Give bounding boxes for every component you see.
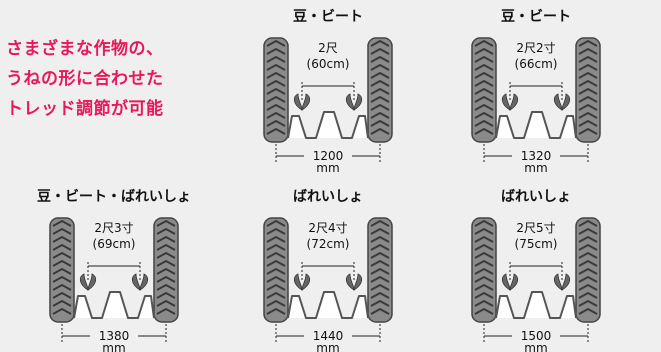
tread-width: 1500 bbox=[521, 329, 552, 343]
panel-title: ばれいしょ bbox=[293, 189, 363, 205]
headline: さまざまな作物の、 うねの形に合わせた トレッド調節が可能 bbox=[6, 34, 236, 124]
headline-line-3: トレッド調節が可能 bbox=[6, 99, 164, 119]
panel-title: 豆・ビート bbox=[501, 9, 571, 25]
row-spacing-shaku: 2尺 bbox=[318, 41, 338, 55]
row-spacing-cm: (66cm) bbox=[515, 57, 558, 71]
sprout-icon bbox=[501, 273, 519, 291]
tire bbox=[575, 37, 601, 143]
sprout-icon bbox=[131, 273, 149, 291]
sprout-icon bbox=[501, 93, 519, 111]
sprout-icon bbox=[345, 93, 363, 111]
tire bbox=[153, 217, 179, 323]
row-spacing-cm: (60cm) bbox=[307, 57, 350, 71]
tread-width: 1200 bbox=[313, 149, 344, 163]
panel-title: ばれいしょ bbox=[501, 189, 571, 205]
sprout-icon bbox=[79, 273, 97, 291]
ridge-profile bbox=[287, 291, 369, 319]
panel-title: 豆・ビート bbox=[293, 9, 363, 25]
row-spacing-shaku: 2尺4寸 bbox=[308, 221, 347, 235]
row-spacing-shaku: 2尺3寸 bbox=[94, 221, 133, 235]
sprout-icon bbox=[553, 93, 571, 111]
tire bbox=[263, 217, 289, 323]
tread-width: 1440 bbox=[313, 329, 344, 343]
panel-title: 豆・ビート・ばれいしょ bbox=[37, 189, 191, 205]
ridge-profile bbox=[495, 111, 577, 139]
sprout-icon bbox=[293, 273, 311, 291]
tire bbox=[471, 37, 497, 143]
tread-unit: mm bbox=[102, 341, 125, 352]
headline-line-1: さまざまな作物の、 bbox=[6, 39, 164, 59]
ridge-profile bbox=[287, 111, 369, 139]
tire bbox=[367, 217, 393, 323]
tread-unit: mm bbox=[316, 161, 339, 175]
row-spacing-cm: (72cm) bbox=[307, 237, 350, 251]
headline-line-2: うねの形に合わせた bbox=[6, 69, 164, 89]
tire bbox=[263, 37, 289, 143]
tire bbox=[575, 217, 601, 323]
tread-unit: mm bbox=[524, 341, 547, 352]
row-spacing-cm: (69cm) bbox=[93, 237, 136, 251]
tread-width: 1380 bbox=[99, 329, 130, 343]
tire bbox=[471, 217, 497, 323]
tread-unit: mm bbox=[524, 161, 547, 175]
sprout-icon bbox=[345, 273, 363, 291]
tire bbox=[49, 217, 75, 323]
tread-width: 1320 bbox=[521, 149, 552, 163]
sprout-icon bbox=[553, 273, 571, 291]
ridge-profile bbox=[73, 291, 155, 319]
row-spacing-shaku: 2尺2寸 bbox=[516, 41, 555, 55]
row-spacing-shaku: 2尺5寸 bbox=[516, 221, 555, 235]
ridge-profile bbox=[495, 291, 577, 319]
sprout-icon bbox=[293, 93, 311, 111]
tread-unit: mm bbox=[316, 341, 339, 352]
tire bbox=[367, 37, 393, 143]
row-spacing-cm: (75cm) bbox=[515, 237, 558, 251]
